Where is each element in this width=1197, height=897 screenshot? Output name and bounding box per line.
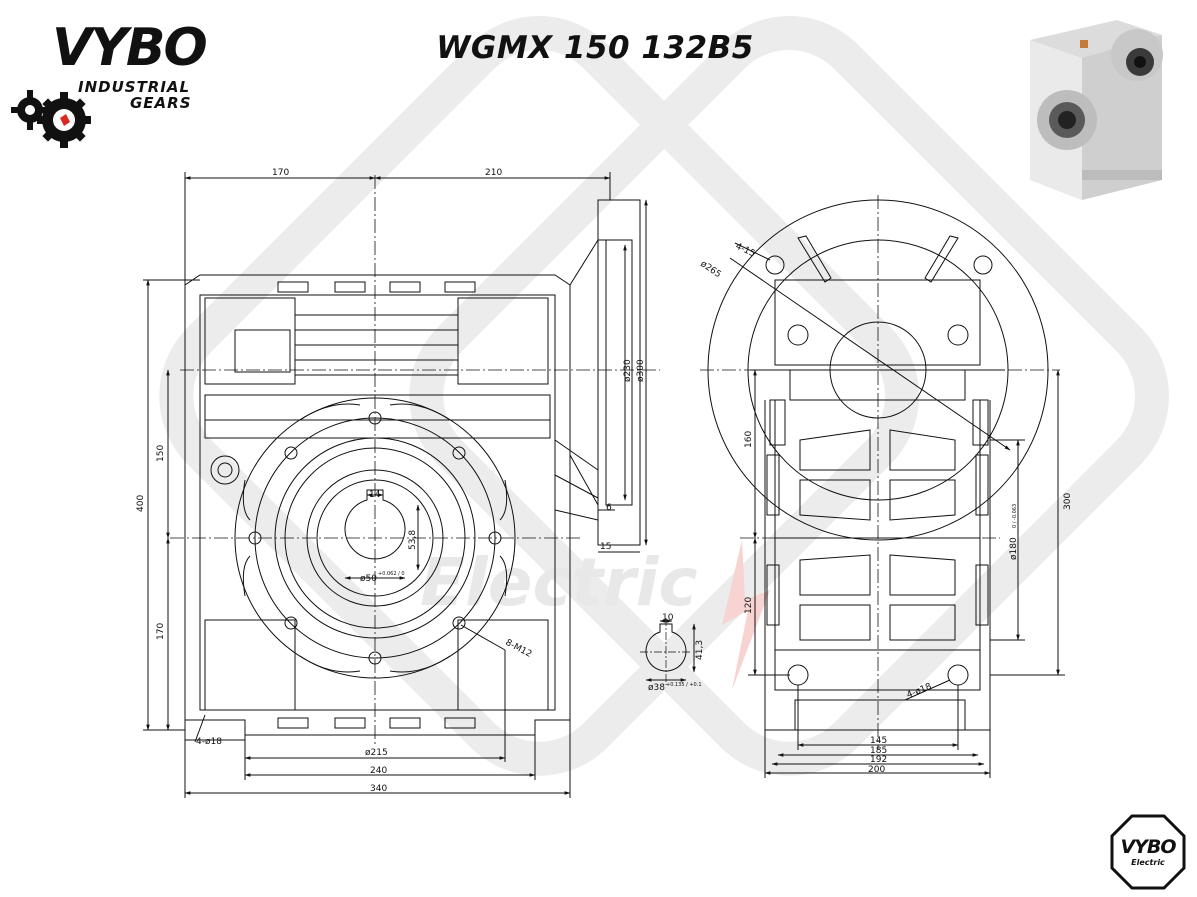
side-spigot: ø180 [1009,537,1019,560]
side-height-upper: 160 [744,431,754,448]
dim-height-lower: 170 [156,623,166,640]
badge-sub: Electric [1131,858,1165,867]
dim-feet-holes: 4-ø18 [196,737,222,747]
side-spigot-tol: 0 / -0.063 [1012,504,1018,528]
side-holes-top: 4-15 [734,242,757,260]
side-flange-diam: ø265 [698,259,722,280]
shaft-key-height: 41,3 [695,640,705,660]
gearbox-product-image [1022,10,1172,205]
side-base3: 192 [870,755,887,765]
shaft-key-width: 10 [662,613,674,623]
front-view [143,172,660,798]
dim-pcd: ø215 [365,748,388,758]
side-height-total: 300 [1063,493,1073,510]
side-view [700,195,1065,778]
dim-flange-pilot: ø230 [623,359,633,382]
dim-bolts: 8-M12 [504,638,534,660]
brand-line2: GEARS [130,94,192,112]
dim-height-total: 400 [136,495,146,512]
dim-bore: ø50 [360,574,377,584]
dim-top-left: 170 [272,168,289,178]
shaft-tol: +0.135 / +0.1 [666,682,702,688]
gears-icon [11,90,91,148]
brand-badge: VYBO Electric [1108,812,1188,892]
watermark: Electric [159,16,1169,776]
dim-bore-tol: +0.062 / 0 [378,571,405,577]
brand-line1: INDUSTRIAL [78,78,191,96]
side-height-lower: 120 [744,597,754,614]
badge-octagon-icon [1110,814,1186,890]
shaft-diameter: ø38 [648,683,665,693]
dim-key-width: 14 [369,490,381,500]
dim-flange-thk: 6 [606,503,612,513]
brand-name: VYBO [52,18,208,78]
watermark-text: Electric [420,544,697,621]
brand-logo: VYBO INDUSTRIAL GEARS [8,18,208,153]
page-title: WGMX 150 132B5 [436,30,754,66]
dim-height-upper: 150 [156,445,166,462]
dim-base-inner: 240 [370,766,387,776]
dim-flange-total: 15 [600,542,611,552]
side-base1: 145 [870,736,887,746]
side-base2: 185 [870,746,887,756]
dim-flange-outer: ø300 [636,359,646,382]
badge-name: VYBO [1120,836,1176,858]
dim-top-right: 210 [485,168,502,178]
dim-key-height: 53,8 [408,530,418,550]
side-base4: 200 [868,765,885,775]
shaft-detail [640,618,696,685]
dim-base-total: 340 [370,784,387,794]
